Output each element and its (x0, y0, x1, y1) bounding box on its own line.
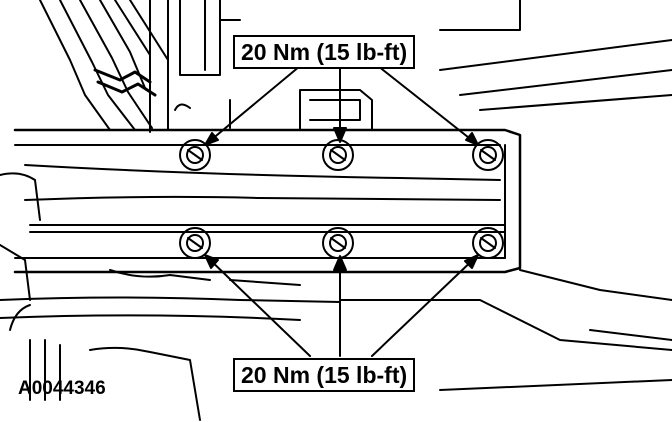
torque-label-bottom: 20 Nm (15 lb-ft) (233, 358, 416, 392)
bolt-top-right (472, 139, 504, 171)
bolt-top-center (322, 139, 354, 171)
figure-id: A0044346 (18, 378, 106, 399)
mounting-bracket (0, 128, 522, 274)
bolts (179, 139, 504, 259)
bolt-bottom-left (179, 227, 211, 259)
upper-structure (174, 0, 672, 131)
bolt-bottom-center (322, 227, 354, 259)
hose-bundle (39, 0, 169, 133)
leader-arrows-bottom (204, 254, 479, 357)
leader-arrows-top (204, 65, 479, 146)
bolt-bottom-right (472, 227, 504, 259)
lower-structure (0, 244, 672, 421)
torque-label-top: 20 Nm (15 lb-ft) (233, 35, 416, 69)
bolt-top-left (179, 139, 211, 171)
